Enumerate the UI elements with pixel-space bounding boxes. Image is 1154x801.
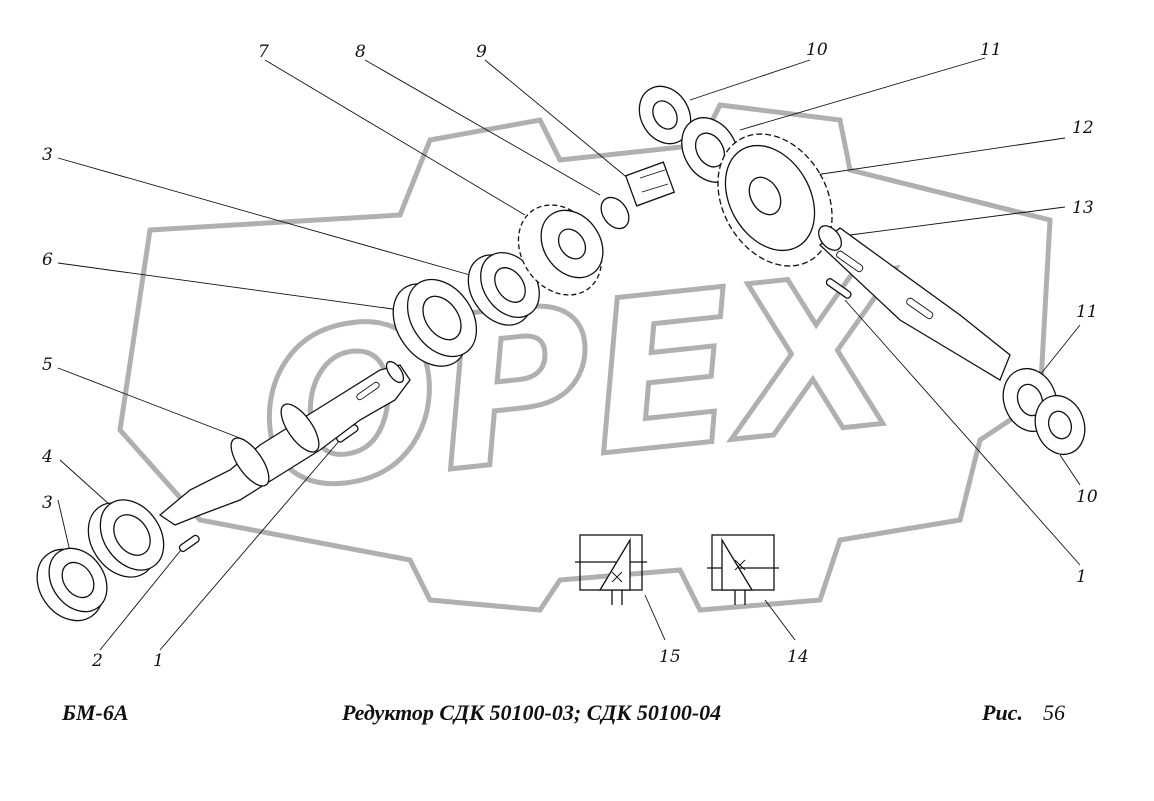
callout-13: 13 bbox=[1072, 198, 1094, 218]
callout-9: 9 bbox=[476, 42, 487, 62]
leader-lines bbox=[57, 57, 1081, 651]
nut-9 bbox=[624, 161, 676, 207]
callout-6: 6 bbox=[42, 250, 53, 270]
callout-4: 4 bbox=[41, 447, 53, 467]
gear-12 bbox=[717, 133, 833, 267]
callout-12: 12 bbox=[1072, 118, 1094, 138]
callout-7: 7 bbox=[258, 42, 269, 62]
bearing-4 bbox=[87, 499, 165, 578]
bearing-10-right bbox=[1034, 394, 1086, 456]
callout-5: 5 bbox=[42, 355, 53, 375]
callout-10-top: 10 bbox=[806, 40, 828, 60]
callout-labels: 3 4 2 1 5 6 3 7 8 9 10 11 12 13 11 10 1 … bbox=[41, 40, 1098, 671]
figure-number: 56 bbox=[1042, 700, 1065, 725]
callout-10-right: 10 bbox=[1076, 487, 1098, 507]
schematic-14 bbox=[707, 534, 779, 605]
washer-8 bbox=[600, 196, 630, 230]
callout-1-right: 1 bbox=[1076, 567, 1087, 587]
figure-label: Рис. bbox=[982, 700, 1023, 725]
bearing-6 bbox=[392, 278, 478, 367]
callout-11-top: 11 bbox=[980, 40, 1002, 60]
callout-14: 14 bbox=[787, 647, 809, 667]
shaft-13 bbox=[818, 225, 1011, 381]
bearing-3-left bbox=[36, 547, 108, 622]
callout-3-left: 3 bbox=[42, 493, 53, 513]
figure-number-block: Рис. 56 bbox=[982, 700, 1065, 726]
figure-title: Редуктор СДК 50100-03; СДК 50100-04 bbox=[342, 700, 722, 725]
shaft-5 bbox=[158, 360, 411, 526]
callout-1-left: 1 bbox=[153, 651, 164, 671]
bevel-gear-7 bbox=[517, 204, 604, 296]
bearing-10-top bbox=[638, 85, 692, 145]
key-2 bbox=[178, 534, 200, 553]
schematic-15 bbox=[575, 534, 647, 605]
bearing-3-upper bbox=[467, 252, 540, 326]
callout-11-right: 11 bbox=[1076, 302, 1098, 322]
model-caption: БМ-6А bbox=[62, 700, 129, 725]
callout-15: 15 bbox=[659, 647, 681, 667]
callout-8: 8 bbox=[355, 42, 366, 62]
callout-3-upper: 3 bbox=[42, 145, 53, 165]
callout-2: 2 bbox=[91, 651, 103, 671]
key-1-right bbox=[825, 278, 852, 299]
